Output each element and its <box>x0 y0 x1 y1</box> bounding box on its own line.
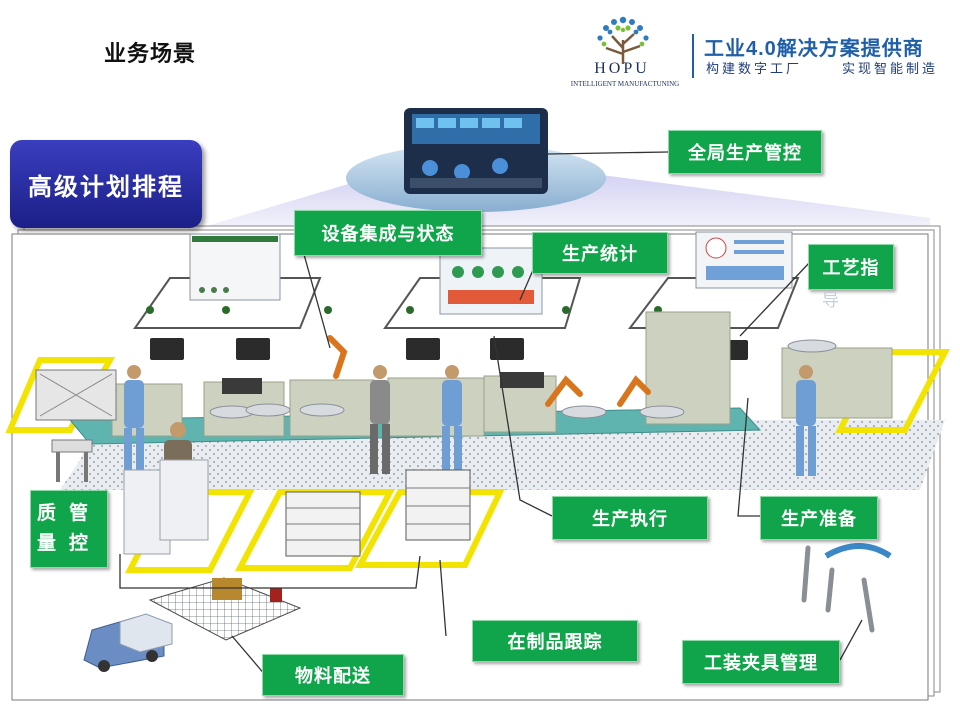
logo-divider <box>692 34 694 78</box>
label-production-preparation: 生产准备 <box>760 496 878 540</box>
brand-title: 工业4.0解决方案提供商 <box>704 38 924 60</box>
logo-tagline: INTELLIGENT MANUFACTUNING <box>570 80 680 88</box>
label-process-guidance: 工艺指 <box>808 244 894 290</box>
quality-line-2: 管控 <box>69 503 90 554</box>
page-title: 业务场景 <box>104 41 197 66</box>
quality-line-1: 质量 <box>37 503 58 554</box>
advanced-planning-scheduling-box: 高级计划排程 <box>10 140 202 228</box>
logo-name: HOPU <box>594 60 650 77</box>
label-tooling-fixture-management: 工装夹具管理 <box>682 640 840 684</box>
logo-tree-icon <box>597 16 649 64</box>
brand-subtitle-right: 实现智能制造 <box>842 61 939 76</box>
label-quality-control: 质量 管控 <box>30 490 108 568</box>
label-production-statistics: 生产统计 <box>532 232 668 274</box>
label-global-production-control: 全局生产管控 <box>668 130 822 174</box>
brand-subtitle-left: 构建数字工厂 <box>706 61 803 76</box>
label-production-execution: 生产执行 <box>552 496 708 540</box>
label-wip-tracking: 在制品跟踪 <box>472 620 638 662</box>
label-equipment-integration-status: 设备集成与状态 <box>294 210 482 256</box>
process-guidance-tail-char: 导 <box>822 291 839 310</box>
label-material-distribution: 物料配送 <box>262 654 404 696</box>
